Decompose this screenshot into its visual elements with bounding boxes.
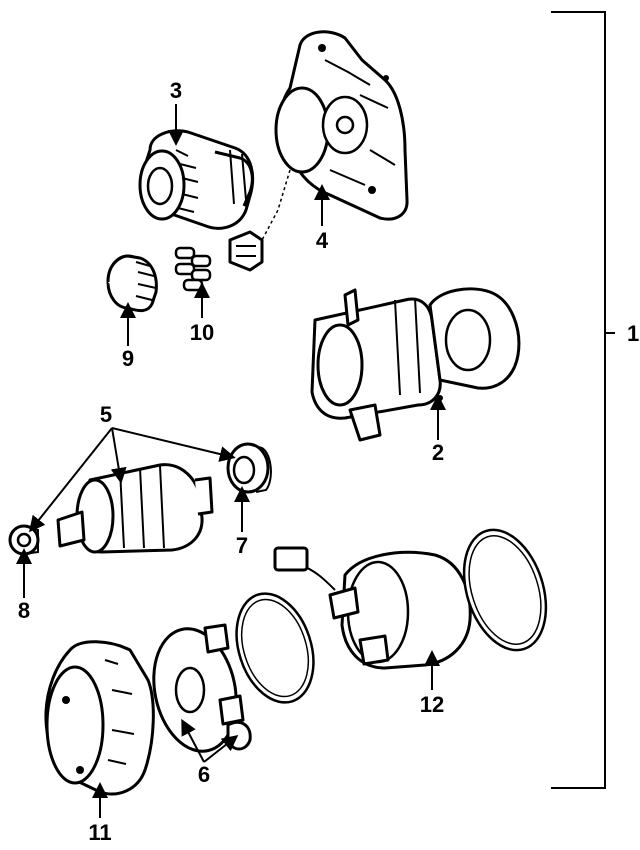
leader-lines: [16, 104, 446, 818]
callout-10: 10: [190, 320, 214, 345]
callout-7: 7: [236, 533, 248, 558]
part-retainer: [228, 230, 264, 272]
callout-3: 3: [170, 78, 182, 103]
part-11-rear-housing: [44, 640, 155, 796]
part-12-yoke: [273, 546, 472, 670]
callout-11: 11: [88, 820, 111, 845]
part-7-bearing: [226, 442, 272, 494]
part-armature: [56, 463, 214, 554]
callout-5: 5: [100, 402, 112, 427]
assembly-bracket: [551, 11, 615, 789]
callout-6: 6: [198, 762, 210, 787]
part-3-drive-clutch: [138, 129, 255, 230]
part-4-front-housing: [274, 30, 409, 221]
o-ring-middle: [235, 592, 315, 704]
callout-4: 4: [316, 228, 329, 253]
callout-2: 2: [432, 440, 444, 465]
o-ring-large: [462, 528, 548, 652]
part-8-small-bearing: [8, 524, 40, 556]
callout-9: 9: [122, 346, 134, 371]
part-2-starter-motor: [310, 287, 521, 442]
callout-1: 1: [627, 321, 639, 346]
part-9-pinion-gear: [106, 254, 158, 313]
part-10-rollers: [174, 246, 212, 292]
part-6-brush-holder: [152, 623, 252, 753]
callout-8: 8: [18, 598, 30, 623]
callout-12: 12: [420, 692, 444, 717]
